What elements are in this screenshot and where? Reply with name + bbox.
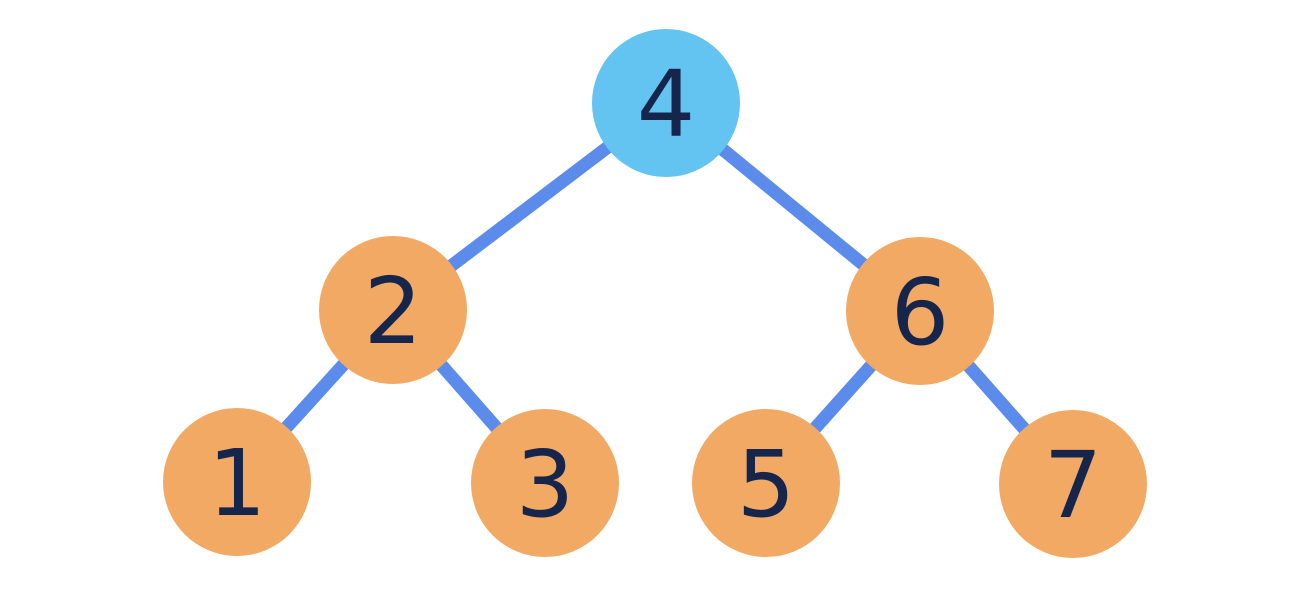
tree-node-6: 6 <box>846 237 994 385</box>
tree-node-1: 1 <box>163 408 311 556</box>
tree-node-label-3: 3 <box>516 431 575 538</box>
tree-node-label-4: 4 <box>637 51 696 158</box>
tree-node-label-6: 6 <box>891 259 950 366</box>
tree-node-label-2: 2 <box>364 258 423 365</box>
tree-node-3: 3 <box>471 409 619 557</box>
tree-node-circle-5 <box>692 409 840 557</box>
tree-node-circle-2 <box>319 236 467 384</box>
tree-node-label-7: 7 <box>1044 432 1103 539</box>
tree-node-circle-7 <box>999 410 1147 558</box>
tree-node-2: 2 <box>319 236 467 384</box>
tree-node-circle-1 <box>163 408 311 556</box>
tree-node-4: 4 <box>592 29 740 177</box>
tree-node-label-5: 5 <box>737 431 796 538</box>
tree-node-circle-6 <box>846 237 994 385</box>
tree-node-circle-4 <box>592 29 740 177</box>
tree-nodes: 4 2 6 1 3 5 7 <box>163 29 1147 558</box>
tree-node-7: 7 <box>999 410 1147 558</box>
tree-node-label-1: 1 <box>208 430 267 537</box>
tree-node-circle-3 <box>471 409 619 557</box>
tree-node-5: 5 <box>692 409 840 557</box>
